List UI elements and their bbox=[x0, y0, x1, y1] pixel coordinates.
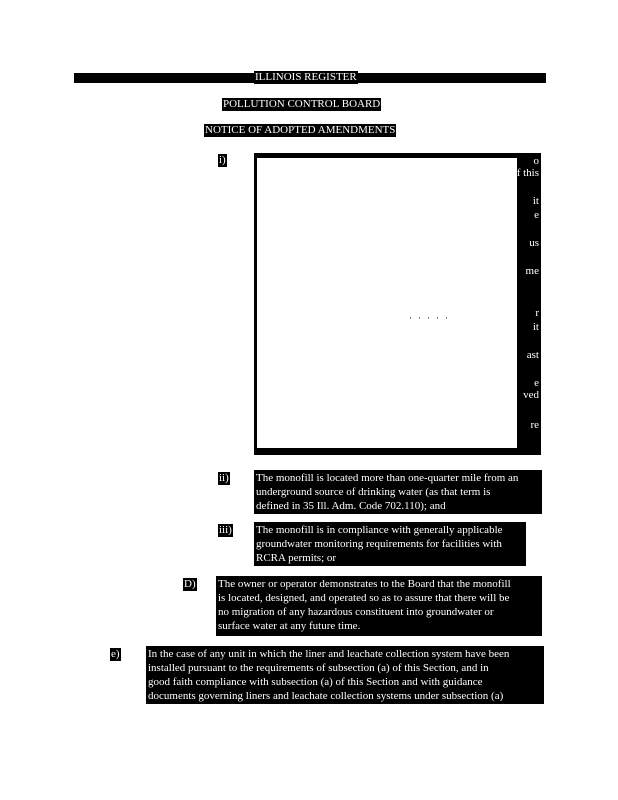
subsection-iii-label: iii) bbox=[218, 524, 233, 537]
fragment: ast bbox=[526, 349, 539, 361]
text-line: surface water at any future time. bbox=[218, 620, 361, 632]
text-line: In the case of any unit in which the lin… bbox=[148, 648, 510, 660]
subsection-iii-block: The monofill is in compliance with gener… bbox=[254, 522, 526, 566]
text-line: The monofill is located more than one-qu… bbox=[256, 472, 519, 484]
fragment: us bbox=[529, 237, 539, 249]
fragment: me bbox=[525, 265, 539, 277]
register-title: ILLINOIS REGISTER bbox=[254, 71, 358, 84]
scan-specks: ····· bbox=[409, 313, 454, 323]
fragment: re bbox=[530, 419, 539, 431]
text-line: RCRA permits; or bbox=[256, 552, 337, 564]
text-line: The monofill is in compliance with gener… bbox=[256, 524, 503, 536]
subsection-d-label: D) bbox=[183, 578, 197, 591]
text-line: installed pursuant to the requirements o… bbox=[148, 662, 489, 674]
text-line: groundwater monitoring requirements for … bbox=[256, 538, 502, 550]
subsection-e-label: e) bbox=[110, 648, 121, 661]
text-line: underground source of drinking water (as… bbox=[256, 486, 491, 498]
text-line: documents governing liners and leachate … bbox=[148, 690, 504, 702]
text-line: The owner or operator demonstrates to th… bbox=[218, 578, 511, 590]
text-line: no migration of any hazardous constituen… bbox=[218, 606, 494, 618]
fragment: it bbox=[532, 321, 539, 333]
text-line: good faith compliance with subsection (a… bbox=[148, 676, 483, 688]
fragment: it bbox=[532, 195, 539, 207]
subsection-d-block: The owner or operator demonstrates to th… bbox=[216, 576, 542, 636]
subsection-e-block: In the case of any unit in which the lin… bbox=[146, 646, 544, 704]
fragment: r bbox=[535, 307, 539, 319]
fragment: o bbox=[533, 155, 540, 167]
fragment: ved bbox=[523, 389, 539, 401]
text-line: is located, designed, and operated so as… bbox=[218, 592, 510, 604]
subsection-ii-block: The monofill is located more than one-qu… bbox=[254, 470, 542, 514]
text-line: defined in 35 Ill. Adm. Code 702.110); a… bbox=[256, 500, 446, 512]
redaction-box: ····· bbox=[257, 158, 517, 448]
notice-title: NOTICE OF ADOPTED AMENDMENTS bbox=[204, 124, 397, 137]
subsection-ii-label: ii) bbox=[218, 472, 230, 485]
fragment: e bbox=[534, 377, 539, 389]
subsection-i-block: ····· o f this it e us me r it ast e ved… bbox=[254, 153, 541, 455]
board-name: POLLUTION CONTROL BOARD bbox=[222, 98, 382, 111]
fragment: e bbox=[534, 209, 539, 221]
subsection-i-label: i) bbox=[218, 154, 227, 167]
fragment: f this bbox=[516, 167, 539, 179]
